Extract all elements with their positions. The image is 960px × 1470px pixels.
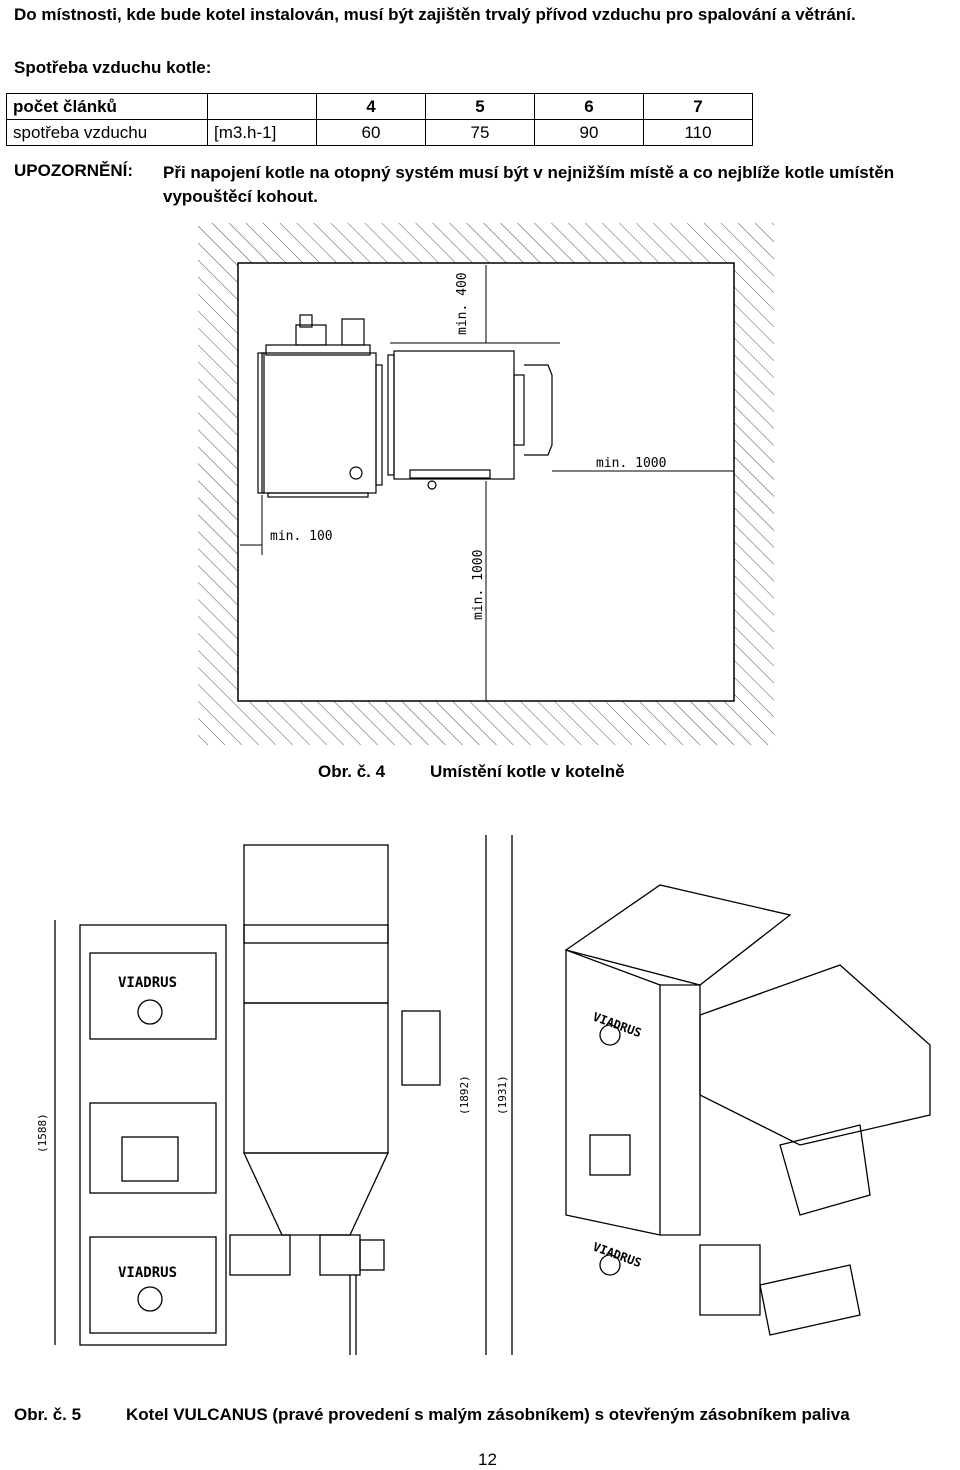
figure4-caption-text: Umístění kotle v kotelně (430, 762, 625, 781)
table-cell-label: počet článků (6, 93, 208, 120)
table-cell: 75 (425, 119, 535, 146)
warning-text: Při napojení kotle na otopný systém musí… (163, 163, 895, 206)
brand-logo-iso-top: VIADRUS (591, 1010, 643, 1040)
fuel-hopper-top-view (387, 350, 553, 490)
warning-label: UPOZORNĚNÍ: (14, 161, 133, 180)
table-cell-unit (207, 93, 317, 120)
dimension-lines (240, 265, 734, 701)
brand-logo-front-bottom: VIADRUS (118, 1265, 177, 1281)
boiler-front-view (54, 920, 227, 1346)
table-row: počet článků 4 5 6 7 (6, 93, 753, 120)
air-consumption-heading: Spotřeba vzduchu kotle: (14, 58, 212, 77)
table-cell: 60 (316, 119, 426, 146)
table-cell-label: spotřeba vzduchu (6, 119, 208, 146)
dimension-1588: (1588) (36, 1113, 49, 1153)
figure5-caption-text: Kotel VULCANUS (pravé provedení s malým … (126, 1405, 850, 1424)
boiler-views-drawing: VIADRUS VIADRUS (1588) (1892) (1931) VIA… (36, 835, 931, 1355)
boiler-top-view (257, 314, 383, 498)
brand-logo-front-top: VIADRUS (118, 975, 177, 991)
dimension-top: min. 400 (455, 272, 470, 335)
table-cell: 6 (534, 93, 644, 120)
dimension-front: min. 1000 (471, 550, 486, 620)
table-cell: 4 (316, 93, 426, 120)
figure5-caption-number: Obr. č. 5 (14, 1405, 82, 1424)
boiler-side-view (229, 835, 513, 1355)
page-number: 12 (478, 1450, 497, 1469)
air-consumption-table: počet článků 4 5 6 7 spotřeba vzduchu [m… (6, 93, 753, 146)
table-cell: 110 (643, 119, 753, 146)
boiler-room-layout-drawing: min. 400 min. 1000 min. 100 min. 1000 (198, 223, 774, 745)
table-row: spotřeba vzduchu [m3.h-1] 60 75 90 110 (6, 119, 753, 146)
boiler-isometric-view (564, 884, 931, 1336)
dimension-1931: (1931) (496, 1075, 509, 1115)
dimension-right: min. 1000 (596, 456, 666, 471)
table-cell: 5 (425, 93, 535, 120)
dimension-1892: (1892) (458, 1075, 471, 1115)
intro-paragraph: Do místnosti, kde bude kotel instalován,… (14, 5, 856, 24)
table-cell: 90 (534, 119, 644, 146)
figure4-caption-number: Obr. č. 4 (318, 762, 386, 781)
table-cell-unit: [m3.h-1] (207, 119, 317, 146)
brand-logo-iso-bottom: VIADRUS (591, 1240, 643, 1270)
table-cell: 7 (643, 93, 753, 120)
dimension-left: min. 100 (270, 529, 333, 544)
